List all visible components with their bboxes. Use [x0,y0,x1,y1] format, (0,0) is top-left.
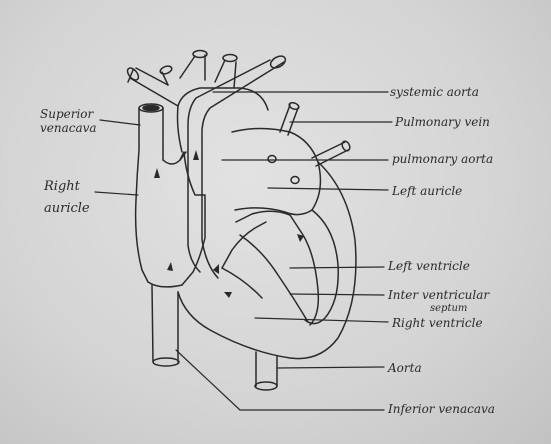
flow-arrows [154,150,304,298]
label-inferior-venacava: Inferior venacava [388,402,495,416]
label-right-ventricle: Right ventricle [392,316,483,330]
systemic-aorta-vessel [126,49,269,153]
label-left-ventricle: Left ventricle [388,259,470,273]
descending-aorta-vessel [254,351,278,391]
label-septum: septum [430,303,468,314]
leader-lines [94,91,393,411]
label-systemic-aorta: systemic aorta [390,85,479,99]
pulmonary-aorta-vessel [179,55,287,279]
interventricular-septum [221,234,309,323]
label-superior-venacava: Superior venacava [40,107,97,135]
inferior-venacava-vessel [151,284,180,367]
right-auricle-outline [147,151,206,288]
label-right-auricle: Right auricle [44,179,90,217]
pulmonary-vein-vessels [279,101,351,167]
superior-venacava-vessel [134,103,164,283]
label-interventricular: Inter ventricular [388,288,490,302]
label-left-auricle: Left auricle [392,184,463,198]
left-auricle-outline [231,127,322,216]
label-pulmonary-vein: Pulmonary vein [395,115,490,129]
label-aorta: Aorta [388,361,422,375]
label-pulmonary-aorta: pulmonary aorta [392,152,494,166]
